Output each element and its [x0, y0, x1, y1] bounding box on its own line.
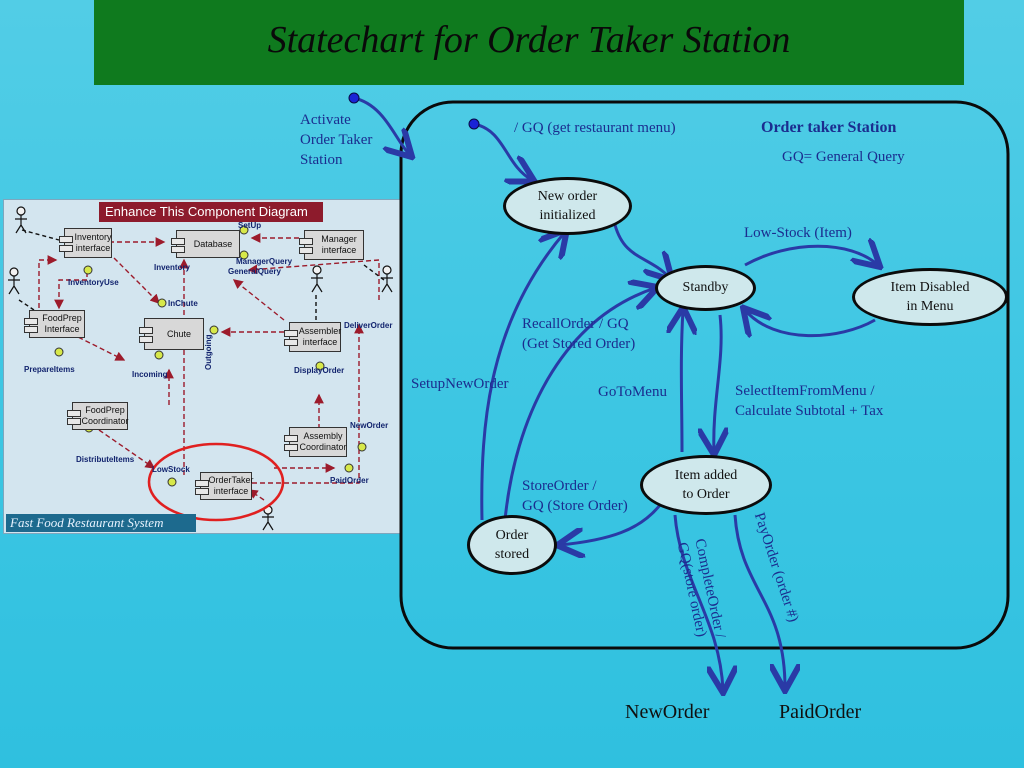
port-display-order [315, 361, 325, 371]
conn-foodprep-inventory [38, 255, 58, 308]
initial-dot-activate [348, 92, 360, 104]
conn-assembler-database [232, 279, 285, 321]
component-diagram-panel: Enhance This Component Diagram [3, 199, 401, 534]
label-initial-transition: / GQ (get restaurant menu) [514, 120, 676, 136]
conn-actor-ordertaker [247, 489, 265, 501]
state-new-order-initialized: New order initialized [503, 177, 632, 235]
conn-right-database [247, 259, 380, 300]
state-order-stored: Order stored [467, 515, 557, 575]
arrow-low-stock [744, 246, 878, 265]
label-inchute: InChute [168, 299, 198, 308]
arrow-go-to-menu [681, 310, 683, 453]
conn-actor-foodprep [18, 299, 35, 311]
label-inventory: Inventory [154, 263, 191, 272]
label-select-item: SelectItemFromMenu / Calculate Subtotal … [735, 383, 884, 419]
label-recall-order: RecallOrder / GQ (Get Stored Order) [522, 316, 636, 352]
port-outgoing [209, 325, 219, 335]
arrow-complete-order [673, 514, 723, 690]
component-diagram-header: Enhance This Component Diagram [99, 202, 323, 222]
state-item-disabled: Item Disabled in Menu [852, 268, 1008, 326]
arrow-new-order-standby [613, 224, 670, 278]
title-bar: Statechart for Order Taker Station [94, 0, 964, 85]
label-paid-order: PaidOrder [330, 476, 369, 485]
port-lowstock [167, 477, 177, 487]
label-go-to-menu: GoToMenu [598, 384, 667, 400]
label-manager-query: ManagerQuery [236, 257, 293, 266]
port-paid-order [344, 463, 354, 473]
component-foodprep-interface: FoodPrep Interface [24, 310, 85, 338]
port-prepare-items [54, 347, 64, 357]
component-chute: Chute [139, 318, 204, 350]
arrow-setup-new-order [480, 232, 565, 521]
label-setup-new-order: SetupNewOrder [411, 376, 509, 392]
label-activate: Activate Order Taker Station [300, 112, 373, 168]
arrow-item-disabled-back [745, 310, 876, 336]
component-diagram-footer: Fast Food Restaurant System [6, 514, 196, 532]
label-display-order: DisplayOrder [294, 366, 345, 375]
component-manager-interface: Manager interface [299, 230, 364, 260]
container-title: Order taker Station [761, 119, 897, 136]
port-new-order [357, 442, 367, 452]
port-general-query [239, 250, 249, 260]
label-inventory-use: InventoryUse [68, 278, 119, 287]
arrow-activate [353, 96, 410, 155]
label-new-order: NewOrder [350, 421, 389, 430]
component-ordertaker-interface: OrderTaker interface [195, 472, 254, 500]
actor-figures [8, 206, 393, 531]
arrow-pay-order [733, 514, 785, 688]
port-inventory-use [83, 265, 93, 275]
component-foodprep-coordinator: FoodPrep Coordinator [67, 402, 129, 430]
port-setup [239, 225, 249, 235]
conn-actor-inventory [21, 229, 60, 241]
label-incoming: Incoming [132, 370, 168, 379]
state-standby: Standby [655, 265, 756, 311]
conn-ordertaker-deliver [244, 323, 364, 484]
order-taker-station-container [399, 100, 1010, 650]
label-general-query: GeneralQuery [228, 267, 281, 276]
component-assembly-coordinator: Assembly Coordinator [284, 427, 347, 457]
highlight-ordertaker-circle [147, 442, 285, 522]
gq-definition: GQ= General Query [782, 149, 905, 165]
label-lowstock: LowStock [152, 465, 190, 474]
arrow-select-item [714, 314, 721, 452]
port-incoming [154, 350, 164, 360]
component-inventory-interface: Inventory interface [59, 228, 112, 258]
label-deliver-order: DeliverOrder [344, 321, 393, 330]
port-inchute [157, 298, 167, 308]
output-paid-order: PaidOrder [779, 701, 862, 723]
arrow-recall-order [503, 288, 655, 521]
arrow-store-order [560, 504, 662, 545]
label-prepare-items: PrepareItems [24, 365, 75, 374]
conn-coord-lowstock [98, 429, 156, 469]
label-setup: SetUp [238, 221, 262, 230]
component-database: Database [171, 230, 240, 258]
component-assembler-interface: Assembler interface [284, 322, 341, 352]
conn-inventory-foodprep [54, 272, 88, 310]
component-diagram-connectors [8, 206, 393, 531]
label-distribute-items: DistributeItems [76, 455, 135, 464]
conn-inventory-inchute [113, 257, 160, 304]
state-item-added: Item added to Order [640, 455, 772, 515]
arrow-initial-new-order [473, 122, 532, 180]
output-new-order: NewOrder [625, 701, 710, 723]
initial-dot-inner [468, 118, 480, 130]
label-low-stock: Low-Stock (Item) [744, 225, 852, 241]
slide-title: Statechart for Order Taker Station [267, 19, 791, 61]
label-store-order: StoreOrder / GQ (Store Order) [522, 478, 628, 514]
